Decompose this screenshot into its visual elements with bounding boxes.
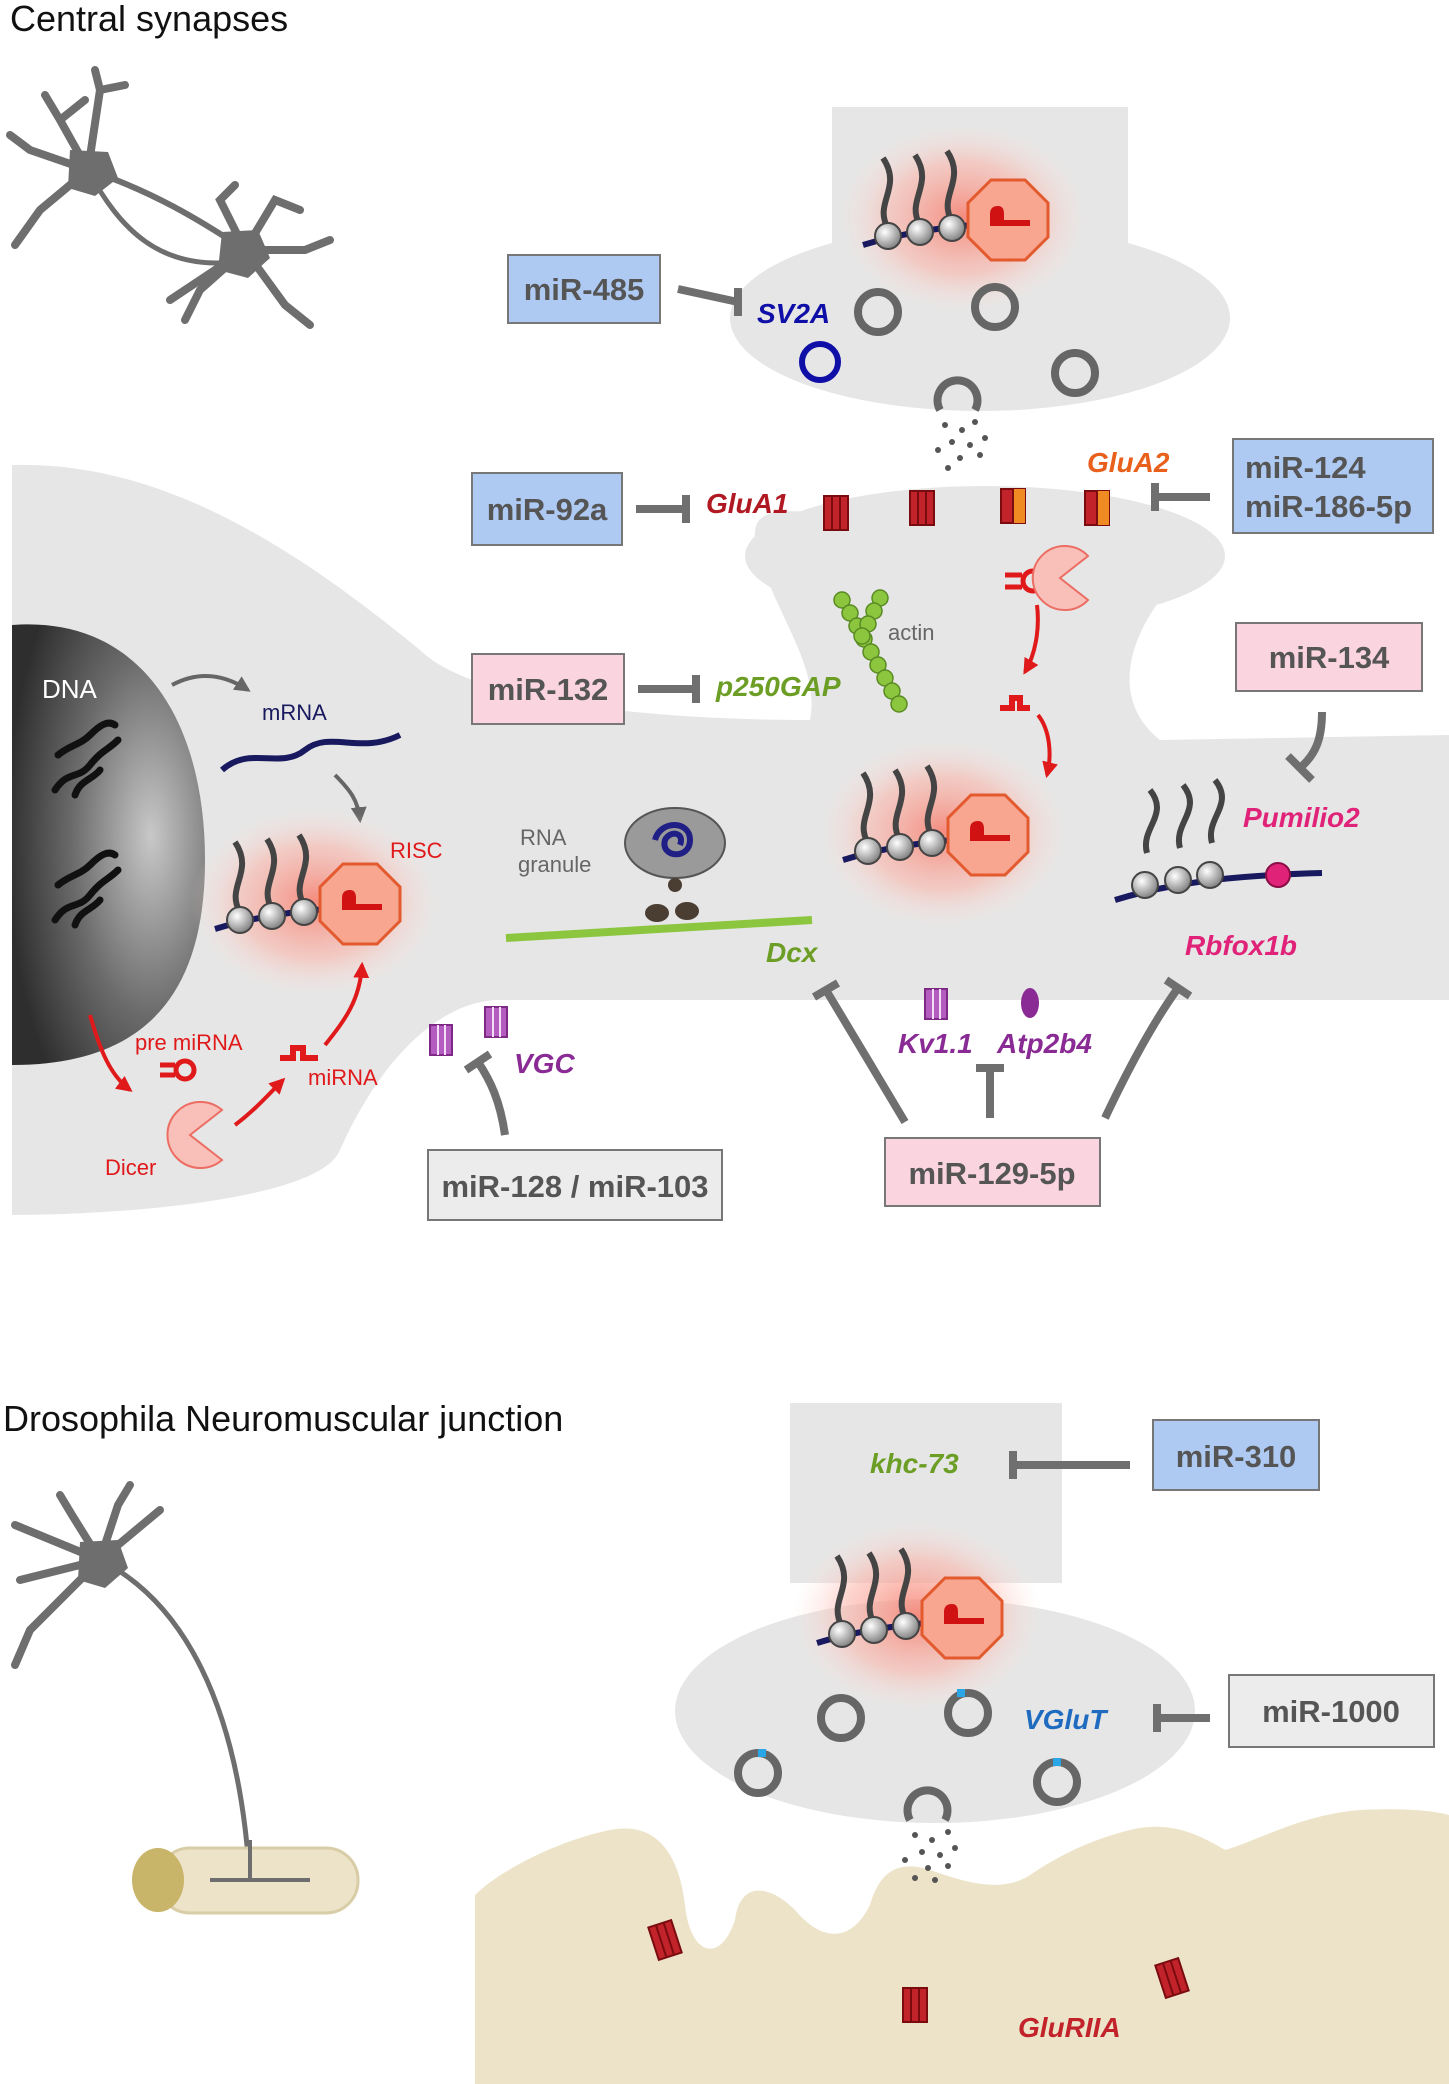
mir-128-103-box: miR-128 / miR-103 [427,1149,723,1221]
kv11-gene-label: Kv1.1 [898,1028,973,1059]
mature-mirna-icon [280,1045,318,1061]
mir-129-label: miR-129-5p [908,1156,1075,1191]
dcx-gene-label: Dcx [766,937,819,968]
mir-485-box: miR-485 [507,254,661,324]
mir-129-box: miR-129-5p [884,1137,1101,1207]
vglut-markers [758,1689,1061,1766]
risc-complex-dendrite [818,738,1068,928]
mir-124-label: miR-124 [1245,450,1366,485]
risc-label: RISC [390,838,443,863]
mir-485-label: miR-485 [524,272,645,307]
spine-mirna-arrow [1036,713,1058,779]
atp2b4-pump-icon [1021,988,1039,1018]
fusing-vesicle-icon [933,376,982,412]
fusing-vesicle-nmj-icon [903,1786,952,1822]
vglut-gene-label: VGluT [1024,1704,1109,1735]
kv11-channel-icon [924,988,948,1020]
section-title-drosophila-nmj: Drosophila Neuromuscular junction [3,1398,563,1439]
risc-complex-nmj [792,1521,1042,1711]
pre-mirna-hairpin-icon [160,1058,197,1082]
vgc-gene-label: VGC [514,1048,575,1079]
mir-310-box: miR-310 [1152,1419,1320,1491]
rna-granule-label-line2: granule [518,852,591,877]
actin-filament-icon [833,589,908,713]
rbfox1b-gene-label: Rbfox1b [1185,930,1297,961]
section-title-central-synapses: Central synapses [10,0,288,39]
glua1-receptor-1 [823,495,849,531]
pre-mirna-label: pre miRNA [135,1030,243,1055]
transcription-arrow [171,673,251,692]
neuron-pair-icon [6,66,334,329]
p250gap-gene-label: p250GAP [715,671,841,702]
glua1-gene-label: GluA1 [706,488,788,519]
khc73-gene-label: khc-73 [870,1448,959,1479]
mir-310-label: miR-310 [1176,1439,1297,1474]
sv2a-gene-label: SV2A [757,298,830,329]
mir-128-103-label: miR-128 / miR-103 [441,1169,708,1204]
inhibition-lines-central [463,285,1326,1136]
vgc-channel-left [429,1024,453,1056]
dicer-spine-icon [1031,545,1090,611]
mrna-strand [220,732,402,773]
mature-mirna-spine-icon [1000,695,1030,711]
neurotransmitter-dots [935,419,988,471]
pumilio2-gene-label: Pumilio2 [1243,802,1360,833]
atp2b4-gene-label: Atp2b4 [996,1028,1092,1059]
translating-mrna-pumilio2 [1114,778,1323,903]
mrna-label: mRNA [262,700,327,725]
actin-label: actin [888,620,934,645]
risc-complex-presynaptic [838,123,1088,313]
mir-92a-box: miR-92a [471,472,623,546]
gluriia-receptor-2 [902,1987,928,2023]
mir-134-label: miR-134 [1269,640,1390,675]
glua2-gene-label: GluA2 [1087,447,1170,478]
dicer-icon [166,1101,224,1169]
risc-complex-soma [190,807,440,997]
glua1-receptor-2 [909,490,935,526]
spine-dicer-arrow [1023,604,1040,675]
nucleus: DNA [12,624,205,1065]
neurotransmitter-dots-nmj [902,1829,958,1883]
mir-132-label: miR-132 [488,672,609,707]
dna-helix-icon [51,719,122,929]
dna-label: DNA [42,674,98,704]
mirna-label: miRNA [308,1065,378,1090]
mir-132-box: miR-132 [471,653,625,725]
mir-1000-box: miR-1000 [1228,1674,1435,1748]
nucleus-export-arrow [88,1014,133,1092]
rna-granule-label-line1: RNA [520,825,567,850]
mir-186-label: miR-186-5p [1245,489,1412,524]
dicer-to-mirna-arrow [233,1077,286,1127]
postsynaptic-muscle [475,1809,1449,2084]
inhibition-lines-nmj [1009,1451,1210,1732]
mir-124-186-box: miR-124 miR-186-5p [1232,438,1434,534]
vgc-channel-right [484,1006,508,1038]
dicer-label: Dicer [105,1155,156,1180]
gluriia-gene-label: GluRIIA [1018,2012,1121,2043]
rna-granule-icon [505,807,813,942]
glua2-receptor-1 [1000,488,1026,524]
muscle-fiber-icon [132,1840,360,1915]
mir-134-box: miR-134 [1235,622,1423,692]
mir-1000-label: miR-1000 [1262,1694,1400,1729]
sv2a-vesicle-icon [799,341,841,383]
mirna-to-risc-arrow [323,961,370,1047]
motor-neuron-icon [11,1481,253,1888]
mir-92a-label: miR-92a [487,492,608,527]
glua2-receptor-2 [1084,490,1110,526]
